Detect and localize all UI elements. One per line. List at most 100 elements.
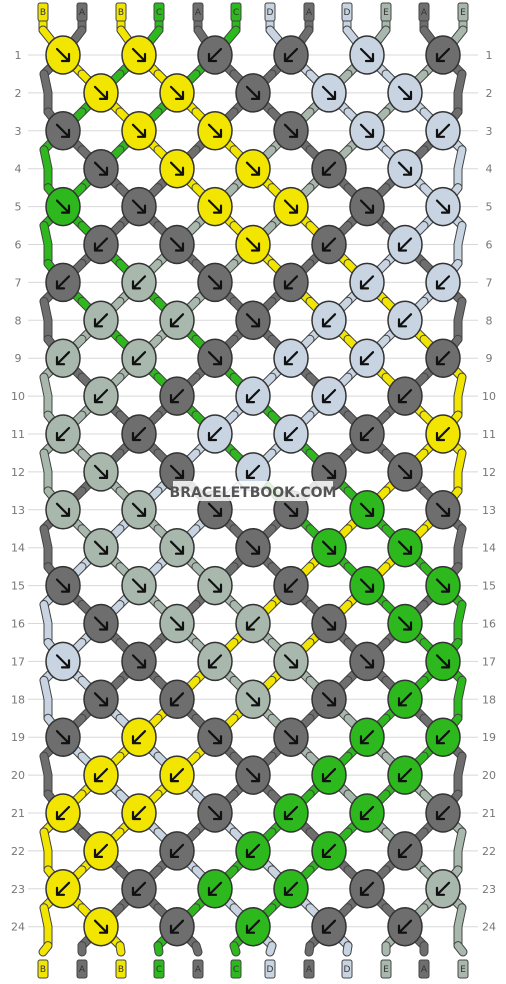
arrow-down-left-icon bbox=[131, 730, 147, 745]
knot bbox=[197, 717, 233, 757]
row-number-left: 2 bbox=[15, 87, 22, 100]
arrow-down-right-icon bbox=[245, 313, 261, 328]
row-number-left: 20 bbox=[11, 769, 25, 782]
bottom-string-label-tab bbox=[380, 959, 392, 979]
knot bbox=[235, 831, 271, 871]
string-segment bbox=[454, 222, 466, 267]
top-string-label: B bbox=[40, 8, 46, 18]
arrow-down-left-icon bbox=[435, 426, 451, 442]
knot bbox=[425, 111, 461, 151]
knot bbox=[197, 641, 233, 682]
row-number-right: 20 bbox=[482, 769, 496, 782]
row-number-left: 5 bbox=[15, 201, 22, 214]
arrow-down-right-icon bbox=[245, 692, 261, 707]
arrow-down-right-icon bbox=[321, 464, 337, 479]
arrow-down-right-icon bbox=[55, 123, 71, 138]
row-number-right: 12 bbox=[482, 466, 496, 479]
row-number-left: 13 bbox=[11, 504, 25, 517]
knot bbox=[349, 35, 385, 75]
knot bbox=[159, 679, 195, 720]
arrow-down-right-icon bbox=[93, 464, 109, 479]
arrow-down-right-icon bbox=[207, 502, 223, 517]
string-segment bbox=[39, 942, 52, 956]
knot bbox=[349, 262, 385, 303]
row-number-left: 24 bbox=[11, 921, 25, 934]
bottom-string-label-tab bbox=[230, 959, 242, 979]
bottom-string-label: A bbox=[421, 965, 428, 975]
arrow-down-left-icon bbox=[55, 881, 71, 896]
top-string-label-tab bbox=[303, 2, 315, 22]
arrow-down-right-icon bbox=[397, 85, 413, 100]
bottom-string-label: D bbox=[344, 965, 351, 975]
string-segment bbox=[40, 525, 52, 571]
string-segment bbox=[454, 676, 466, 722]
string-segment bbox=[454, 904, 466, 950]
row-number-right: 18 bbox=[482, 693, 496, 706]
arrow-down-right-icon bbox=[131, 578, 147, 593]
knot bbox=[121, 869, 157, 909]
string-segment bbox=[454, 146, 466, 192]
arrow-down-left-icon bbox=[321, 389, 337, 404]
arrow-down-right-icon bbox=[207, 730, 223, 745]
knot bbox=[387, 73, 423, 113]
row-number-left: 23 bbox=[11, 883, 25, 896]
arrow-down-right-icon bbox=[131, 502, 147, 517]
knot bbox=[159, 148, 195, 189]
knot bbox=[349, 111, 385, 151]
row-number-left: 11 bbox=[11, 428, 25, 441]
top-string-label-tab bbox=[230, 2, 242, 22]
knot bbox=[235, 73, 271, 113]
row-number-left: 9 bbox=[15, 352, 22, 365]
arrow-down-right-icon bbox=[283, 730, 299, 745]
string-segment bbox=[40, 70, 52, 116]
knot bbox=[387, 300, 423, 341]
string-segment bbox=[40, 146, 52, 192]
knot bbox=[387, 376, 423, 416]
arrow-down-right-icon bbox=[169, 85, 185, 100]
string-segment bbox=[192, 942, 202, 956]
knot bbox=[349, 869, 385, 909]
top-string-label-tab bbox=[37, 2, 49, 22]
arrow-down-right-icon bbox=[359, 47, 375, 63]
bottom-string-label: B bbox=[40, 965, 46, 975]
knot bbox=[235, 148, 271, 189]
arrow-down-left-icon bbox=[359, 730, 375, 745]
knot bbox=[235, 755, 271, 795]
knot bbox=[45, 111, 81, 151]
top-string-label: E bbox=[383, 8, 389, 18]
row-number-right: 11 bbox=[482, 428, 496, 441]
row-number-left: 10 bbox=[11, 390, 25, 403]
knot bbox=[197, 414, 233, 454]
arrow-down-left-icon bbox=[435, 275, 451, 290]
arrow-down-left-icon bbox=[245, 919, 261, 934]
top-string-label: D bbox=[344, 8, 351, 18]
arrow-down-right-icon bbox=[359, 502, 375, 517]
arrow-down-left-icon bbox=[397, 237, 413, 252]
arrow-down-left-icon bbox=[207, 654, 223, 669]
arrow-down-left-icon bbox=[435, 351, 451, 366]
knot bbox=[387, 831, 423, 871]
knot bbox=[387, 755, 423, 795]
row-number-left: 3 bbox=[15, 125, 22, 138]
row-number-right: 23 bbox=[482, 883, 496, 896]
arrow-down-right-icon bbox=[131, 654, 147, 669]
row-number-left: 7 bbox=[15, 276, 22, 289]
arrow-down-left-icon bbox=[93, 237, 109, 252]
knot bbox=[273, 186, 309, 227]
arrow-down-left-icon bbox=[169, 919, 185, 934]
string-segment bbox=[454, 942, 467, 956]
arrow-down-left-icon bbox=[397, 692, 413, 707]
arrow-down-left-icon bbox=[207, 426, 223, 442]
string-segment bbox=[454, 297, 466, 343]
bottom-string-label-tab bbox=[457, 959, 469, 979]
bottom-string-label: A bbox=[195, 965, 202, 975]
knot bbox=[121, 186, 157, 227]
string-segment bbox=[40, 828, 52, 874]
arrow-down-left-icon bbox=[131, 881, 147, 896]
knot bbox=[311, 73, 347, 113]
arrow-down-right-icon bbox=[321, 85, 337, 100]
bottom-string-label-tab bbox=[37, 959, 49, 979]
knot bbox=[121, 641, 157, 682]
string-segment bbox=[40, 373, 52, 419]
row-number-left: 21 bbox=[11, 807, 25, 820]
